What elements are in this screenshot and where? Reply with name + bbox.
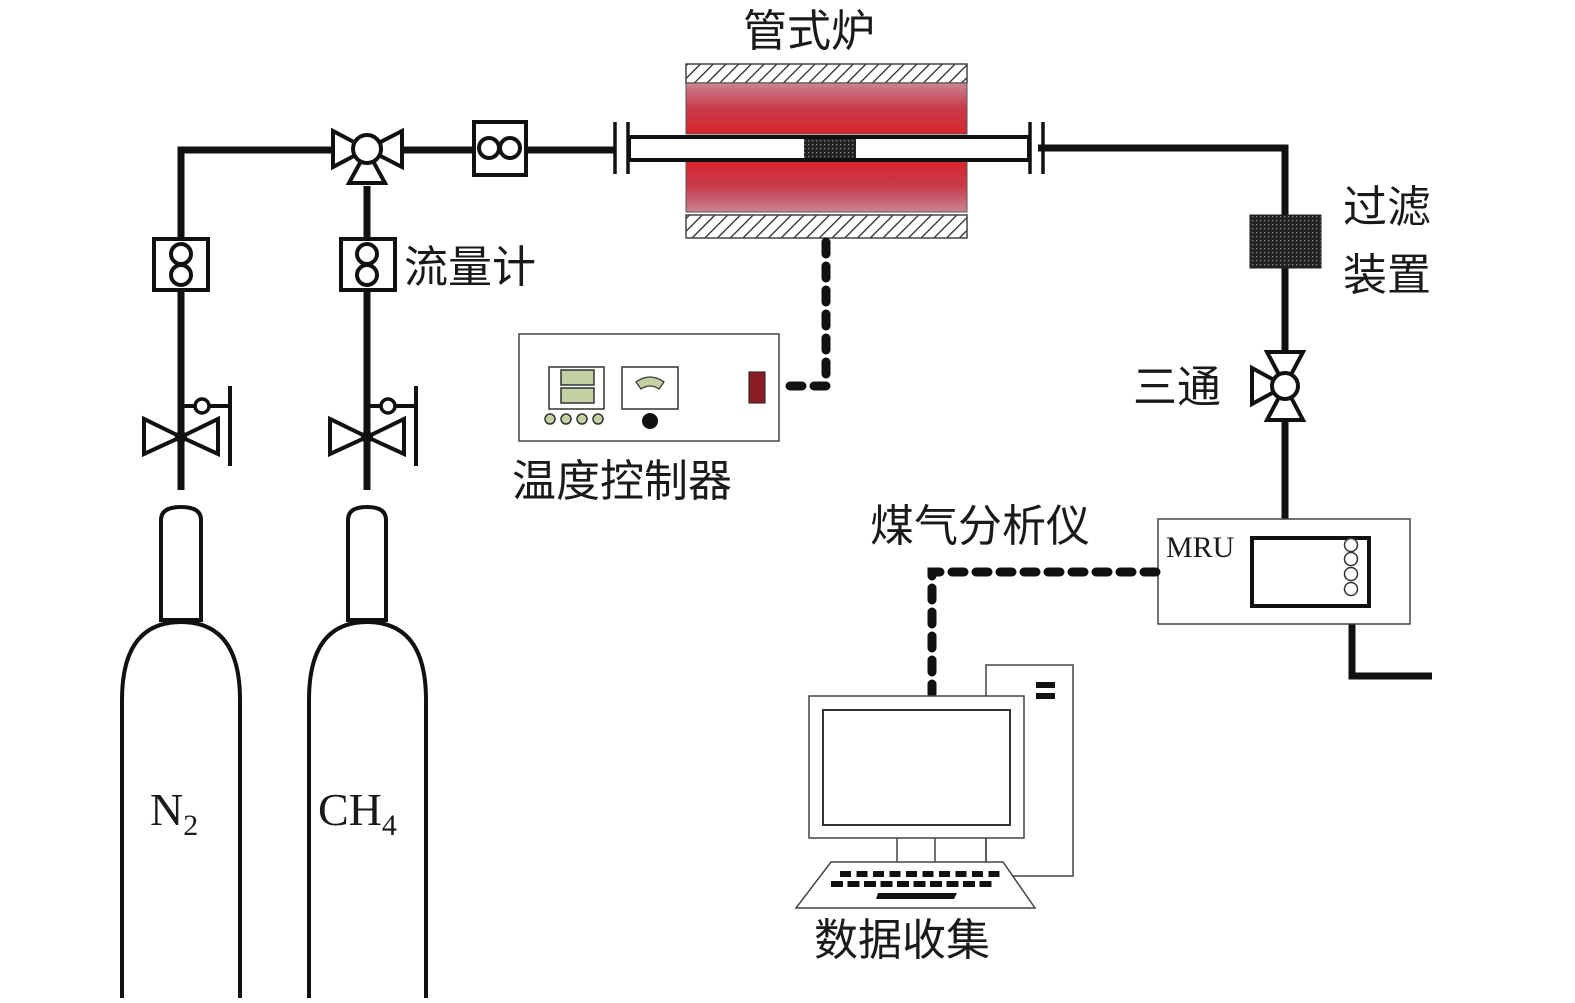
keyboard-key	[979, 881, 992, 887]
controller-cable	[781, 237, 831, 391]
temperature-controller-label: 温度控制器	[512, 456, 732, 507]
keyboard-key	[906, 871, 917, 877]
flow-meter-ch4	[339, 237, 397, 292]
keyboard-key	[946, 881, 959, 887]
tube-furnace-label: 管式炉	[743, 6, 875, 57]
outlet-flange	[1028, 122, 1045, 174]
ch4-cylinder: CH4	[307, 504, 428, 998]
keyboard-key	[913, 881, 926, 887]
gauge-panel	[621, 366, 679, 410]
furnace-outlet-pipe	[1038, 144, 1289, 352]
n2-pipe	[177, 146, 335, 490]
flow-meter-mixed	[472, 120, 528, 177]
three-way-valve-label: 三通	[1133, 362, 1221, 413]
keyboard-key	[972, 871, 983, 877]
control-button[interactable]	[544, 413, 556, 425]
heater-bottom	[685, 160, 968, 213]
keyboard-key	[963, 881, 975, 887]
heater-top	[685, 82, 968, 135]
spacebar	[876, 893, 957, 899]
filter-label-line2: 装置	[1343, 250, 1431, 301]
sample-boat	[804, 139, 856, 158]
keyboard-key	[889, 871, 901, 877]
tube-furnace	[613, 63, 1045, 239]
keyboard-key	[840, 871, 851, 877]
data-collection-label: 数据收集	[814, 915, 990, 966]
analyzer-exhaust-pipe	[1348, 624, 1432, 680]
n2-label: N2	[150, 784, 198, 842]
analyzer-button[interactable]	[1343, 551, 1359, 567]
temperature-controller	[518, 333, 780, 442]
computer	[794, 664, 1074, 909]
ch4-cylinder-valve[interactable]	[328, 386, 418, 466]
control-button[interactable]	[560, 413, 572, 425]
keyboard-key	[831, 881, 843, 887]
control-button[interactable]	[592, 413, 604, 425]
control-button[interactable]	[576, 413, 588, 425]
keyboard-keys	[831, 871, 1000, 887]
filter-label-line1: 过滤	[1343, 182, 1431, 233]
analyzer-brand: MRU	[1166, 531, 1235, 564]
keyboard-key	[856, 871, 868, 877]
data-cable	[927, 567, 1161, 699]
insulation-bottom	[685, 214, 968, 239]
keyboard-key	[988, 871, 1000, 877]
ch4-label: CH4	[318, 784, 397, 842]
analyzer-button[interactable]	[1343, 581, 1359, 597]
mixing-three-way-valve[interactable]	[331, 127, 404, 185]
keyboard-key	[955, 871, 967, 877]
analyzer-button[interactable]	[1343, 537, 1359, 553]
keyboard-key	[939, 871, 950, 877]
display-1	[560, 369, 595, 386]
keyboard-key	[847, 881, 860, 887]
flow-meter-label: 流量计	[404, 242, 536, 293]
gauge-icon	[635, 376, 665, 390]
insulation-top	[685, 63, 968, 84]
keyboard-key	[897, 881, 909, 887]
gas-analyzer-label: 煤气分析仪	[870, 501, 1090, 552]
n2-cylinder: N2	[120, 504, 242, 998]
monitor-screen	[822, 709, 1011, 826]
outlet-three-way-valve[interactable]	[1250, 350, 1307, 422]
keyboard-key	[922, 871, 934, 877]
filter-device	[1249, 214, 1322, 269]
flow-meter-n2	[152, 237, 210, 292]
keyboard-key	[880, 881, 893, 887]
keyboard-key	[930, 881, 942, 887]
gas-analyzer: MRU	[1157, 518, 1411, 625]
keyboard-key	[864, 881, 876, 887]
analyzer-button[interactable]	[1343, 566, 1359, 582]
keyboard-key	[873, 871, 884, 877]
power-indicator	[748, 371, 766, 404]
inlet-flange	[613, 122, 630, 174]
control-knob[interactable]	[642, 413, 658, 429]
n2-cylinder-valve[interactable]	[142, 386, 232, 466]
display-2	[560, 387, 595, 404]
